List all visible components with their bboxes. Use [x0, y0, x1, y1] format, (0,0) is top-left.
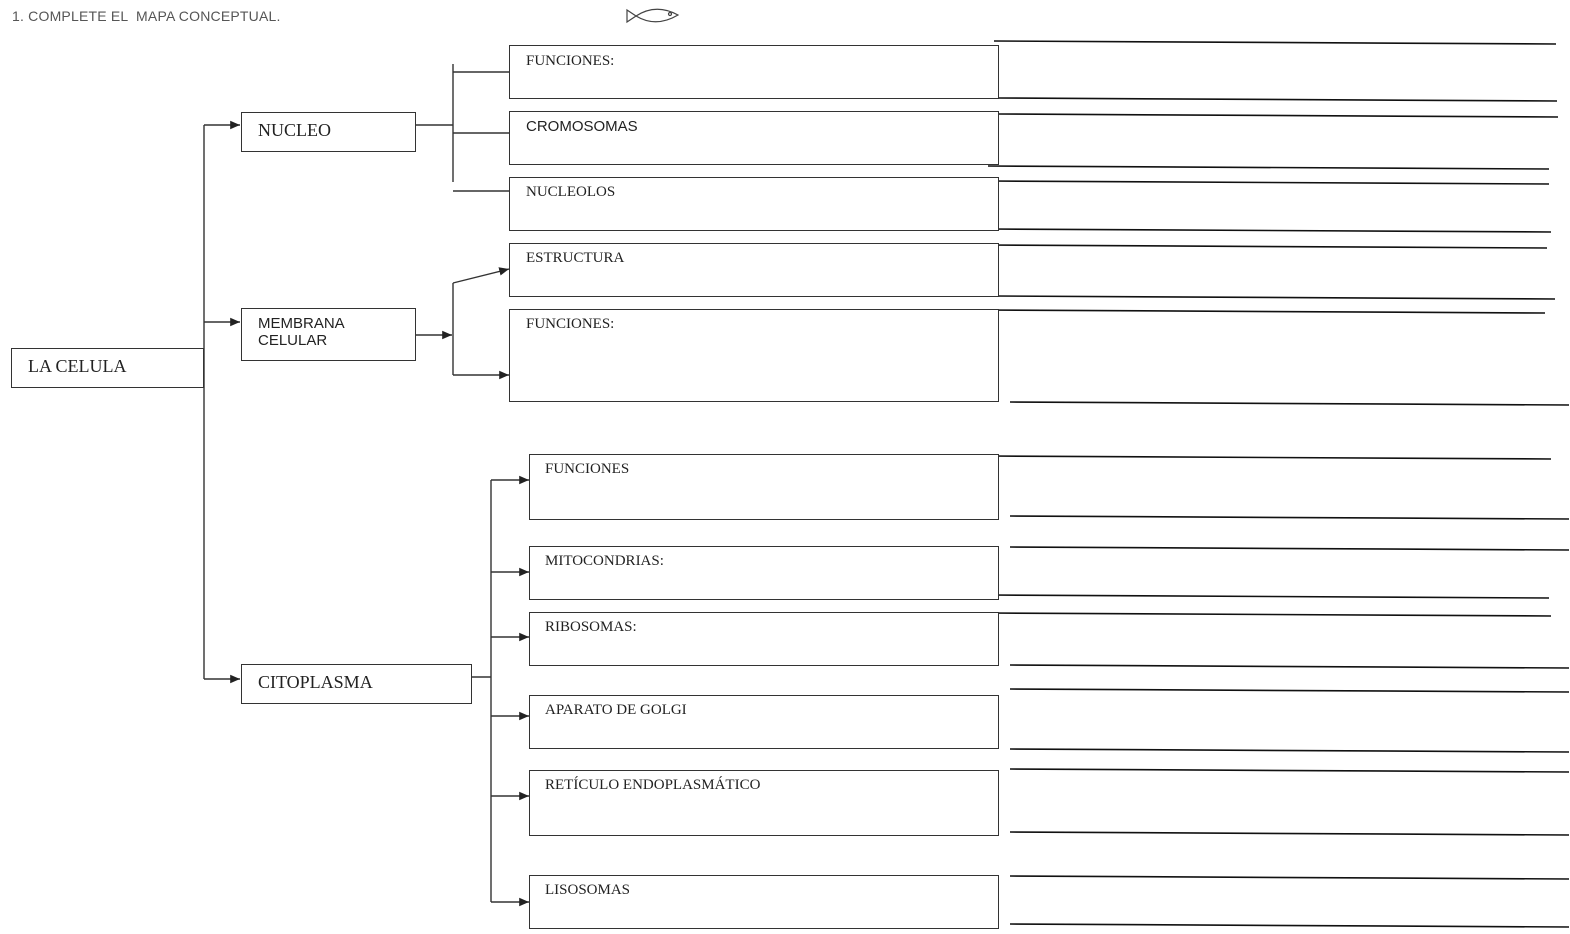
- page-title: 1. COMPLETE EL MAPA CONCEPTUAL.: [12, 8, 281, 24]
- cromosomas-box: CROMOSOMAS: [509, 111, 999, 165]
- nucleo-label: NUCLEO: [258, 120, 331, 140]
- nucleo-funciones-box: FUNCIONES:: [509, 45, 999, 99]
- citoplasma-label: CITOPLASMA: [258, 672, 373, 692]
- membrana-label-line1: MEMBRANA: [258, 315, 345, 332]
- mitocondrias-box: MITOCONDRIAS:: [529, 546, 999, 600]
- reticulo-label: RETÍCULO ENDOPLASMÁTICO: [545, 777, 761, 793]
- citoplasma-funciones-box: FUNCIONES: [529, 454, 999, 520]
- lisosomas-box: LISOSOMAS: [529, 875, 999, 929]
- lisosomas-label: LISOSOMAS: [545, 882, 631, 898]
- estructura-box: ESTRUCTURA: [509, 243, 999, 297]
- membrana-funciones-label: FUNCIONES:: [526, 316, 615, 332]
- golgi-label: APARATO DE GOLGI: [545, 702, 687, 718]
- ribosomas-label: RIBOSOMAS:: [545, 619, 637, 635]
- estructura-label: ESTRUCTURA: [526, 250, 625, 266]
- nucleo-funciones-label: FUNCIONES:: [526, 53, 615, 69]
- ribosomas-box: RIBOSOMAS:: [529, 612, 999, 666]
- mitocondrias-label: MITOCONDRIAS:: [545, 553, 664, 569]
- citoplasma-funciones-label: FUNCIONES: [545, 461, 630, 477]
- citoplasma-node: CITOPLASMA: [241, 664, 472, 704]
- membrana-funciones-box: FUNCIONES:: [509, 309, 999, 402]
- golgi-box: APARATO DE GOLGI: [529, 695, 999, 749]
- root-label: LA CELULA: [28, 356, 127, 376]
- membrana-label-line2: CELULAR: [258, 332, 328, 349]
- nucleo-node: NUCLEO: [241, 112, 416, 152]
- nucleolos-label: NUCLEOLOS: [526, 184, 616, 200]
- root-node: LA CELULA: [11, 348, 204, 388]
- cromosomas-label: CROMOSOMAS: [526, 118, 638, 135]
- membrana-node: MEMBRANA CELULAR: [241, 308, 416, 361]
- reticulo-box: RETÍCULO ENDOPLASMÁTICO: [529, 770, 999, 836]
- nucleolos-box: NUCLEOLOS: [509, 177, 999, 231]
